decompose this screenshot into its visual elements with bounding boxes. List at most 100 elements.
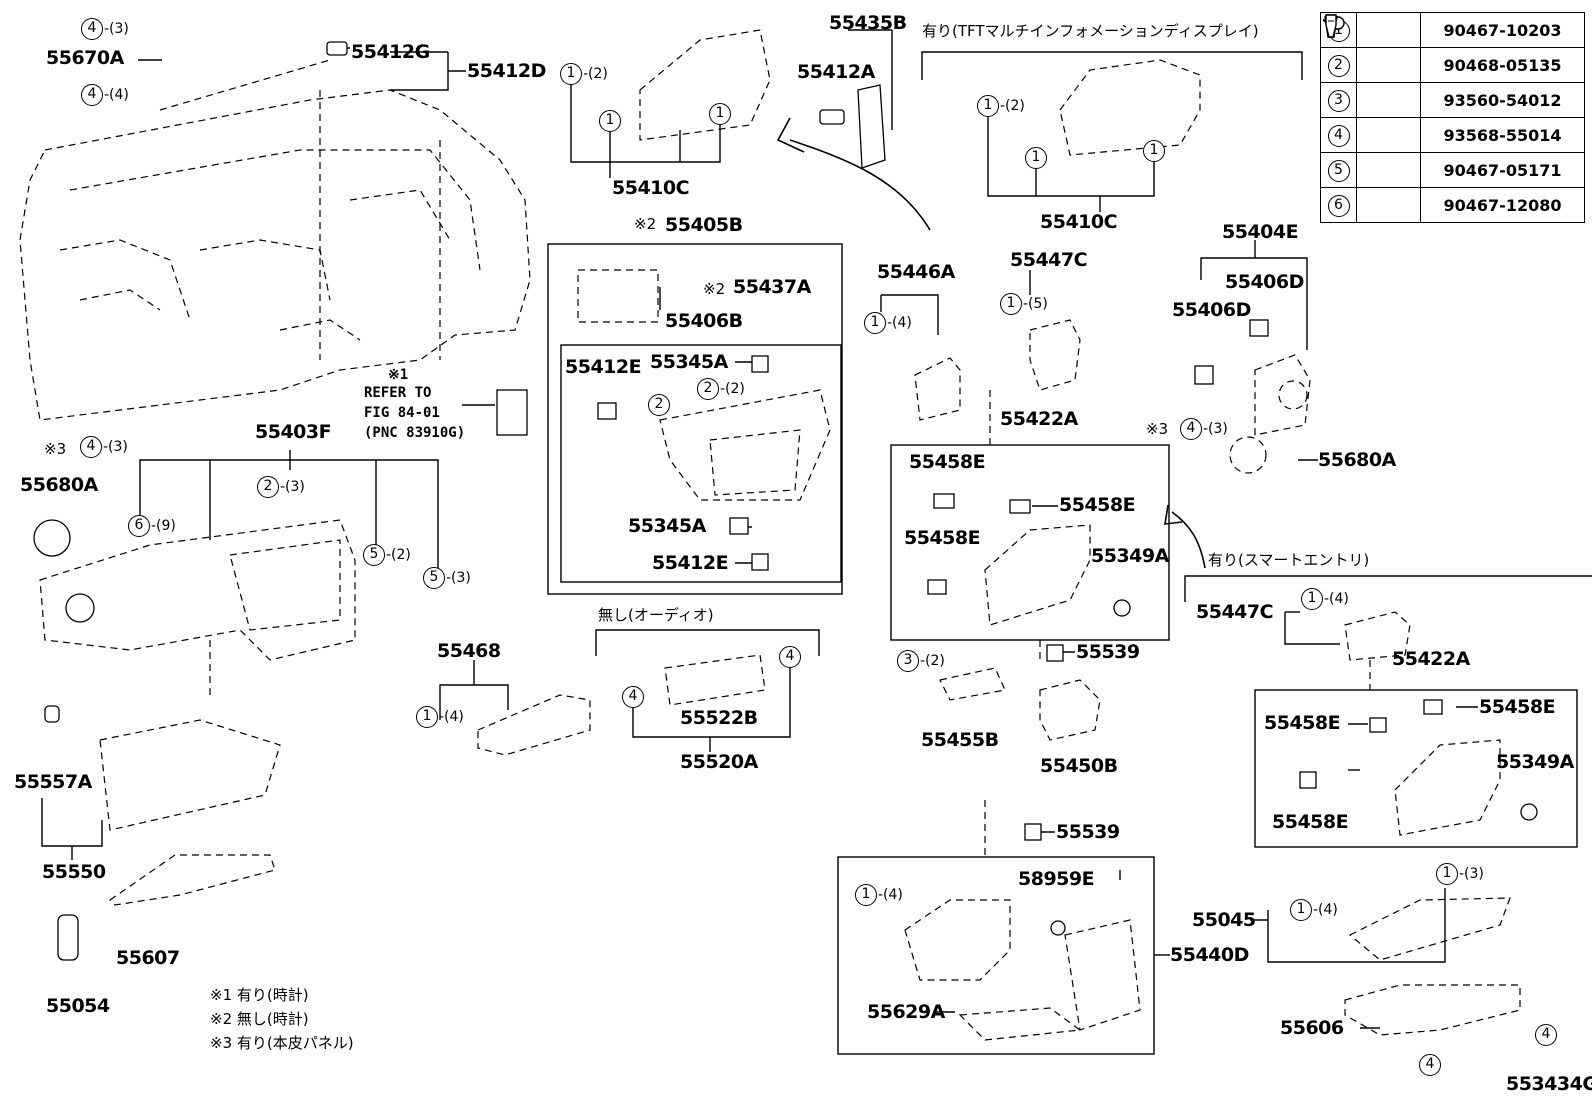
legend-part-number: 90467-10203 (1420, 12, 1585, 48)
callout-circle: 1 (599, 110, 621, 132)
part-55412E-b: 55412E (652, 552, 729, 574)
legend-row: 4 93568-55014 (1320, 15, 1585, 153)
callout-qty: -(5) (1023, 296, 1048, 312)
note-tft: 有り(TFTマルチインフォメーションディスプレイ) (922, 22, 1259, 40)
callout-qty: -(4) (1324, 591, 1349, 607)
legend-part-number: 93560-54012 (1420, 82, 1585, 118)
part-55403F: 55403F (255, 421, 332, 443)
part-55045: 55045 (1192, 909, 1256, 931)
part-55435B: 55435B (829, 12, 907, 34)
part-55349A-a: 55349A (1091, 545, 1169, 567)
legend-row: 2 90468-05135 (1320, 14, 1585, 83)
legend-number: 2 (1327, 54, 1350, 77)
note-audio: 無し(オーディオ) (598, 606, 714, 624)
callout-qty: -(3) (280, 479, 305, 495)
callout-qty: -(3) (446, 570, 471, 586)
callout-circle: 2 (697, 378, 719, 400)
callout-circle: 1 (864, 312, 886, 334)
legend-part-number: 90468-05135 (1420, 47, 1585, 83)
callout-qty: -(2) (1000, 98, 1025, 114)
part-55670A: 55670A (46, 47, 124, 69)
part-55054: 55054 (46, 995, 110, 1017)
part-55412D: 55412D (467, 60, 546, 82)
callout-circle: 2 (648, 394, 670, 416)
callout-circle: 4 (81, 84, 103, 106)
part-55522B: 55522B (680, 707, 758, 729)
part-55468: 55468 (437, 640, 501, 662)
part-55607: 55607 (116, 947, 180, 969)
note-mark-55680A-b: ※3 (1146, 420, 1169, 438)
callout-circle: 4 (779, 646, 801, 668)
legend-part-number: 93568-55014 (1420, 117, 1585, 153)
callout-circle: 1 (1301, 588, 1323, 610)
footnote-1: ※1 有り(時計) (210, 986, 309, 1004)
callout-qty: -(3) (103, 439, 128, 455)
callout-circle: 1 (1025, 147, 1047, 169)
part-55520A: 55520A (680, 751, 758, 773)
part-55446A: 55446A (877, 261, 955, 283)
callout-qty: -(2) (583, 66, 608, 82)
legend-number: 4 (1327, 124, 1350, 147)
fastener-icon (1324, 14, 1421, 83)
callout-circle: 1 (977, 95, 999, 117)
box-55422A-b (1254, 689, 1578, 848)
callout-circle: 1 (1000, 293, 1022, 315)
part-55437A: 55437A (733, 276, 811, 298)
part-55412G: 55412G (351, 41, 430, 63)
part-55606: 55606 (1280, 1017, 1344, 1039)
part-55539-b: 55539 (1056, 821, 1120, 843)
fastener-icon (1323, 15, 1421, 188)
part-55447C-b: 55447C (1196, 601, 1274, 623)
part-55345A-a: 55345A (650, 351, 728, 373)
part-55349A-b: 55349A (1496, 751, 1574, 773)
callout-circle: 1 (560, 63, 582, 85)
part-55458E-b: 55458E (1059, 494, 1136, 516)
callout-circle: 4 (80, 436, 102, 458)
footnote-3: ※3 有り(本皮パネル) (210, 1034, 354, 1052)
note-mark-55437A: ※2 (703, 280, 726, 298)
box-55405B (547, 243, 843, 595)
footnote-2: ※2 無し(時計) (210, 1010, 309, 1028)
part-58959E: 58959E (1018, 868, 1095, 890)
part-553434G: 553434G (1506, 1073, 1592, 1095)
part-55450B: 55450B (1040, 755, 1118, 777)
callout-qty: -(2) (920, 653, 945, 669)
part-55539-a: 55539 (1076, 641, 1140, 663)
legend-number: 6 (1327, 194, 1350, 217)
box-55422A-a (890, 444, 1170, 641)
callout-qty: -(4) (878, 887, 903, 903)
part-55412A: 55412A (797, 61, 875, 83)
callout-circle: 1 (1290, 899, 1312, 921)
note-smart-entry: 有り(スマートエントリ) (1208, 551, 1370, 569)
callout-qty: -(3) (1203, 421, 1228, 437)
fastener-icon (1324, 12, 1421, 48)
callout-circle: 5 (423, 567, 445, 589)
callout-qty: -(3) (1459, 866, 1484, 882)
part-55550: 55550 (42, 861, 106, 883)
part-55410C-b: 55410C (1040, 211, 1118, 233)
callout-qty: -(9) (151, 518, 176, 534)
part-55410C-a: 55410C (612, 177, 690, 199)
callout-circle: 1 (1143, 140, 1165, 162)
part-55404E: 55404E (1222, 221, 1299, 243)
callout-circle: 4 (1535, 1024, 1557, 1046)
note-refer-fig: FIG 84-01 (364, 405, 440, 421)
callout-circle: 3 (897, 650, 919, 672)
callout-circle: 1 (1436, 863, 1458, 885)
note-refer-mark: ※1 (388, 367, 409, 383)
box-55406B (560, 344, 842, 583)
callout-qty: -(4) (887, 315, 912, 331)
part-55557A: 55557A (14, 771, 92, 793)
part-55455B: 55455B (921, 729, 999, 751)
part-55458E-f: 55458E (1272, 811, 1349, 833)
callout-circle: 1 (709, 103, 731, 125)
part-55406D-b: 55406D (1172, 299, 1251, 321)
part-55406B: 55406B (665, 310, 743, 332)
callout-circle: 2 (257, 476, 279, 498)
part-55458E-c: 55458E (904, 527, 981, 549)
